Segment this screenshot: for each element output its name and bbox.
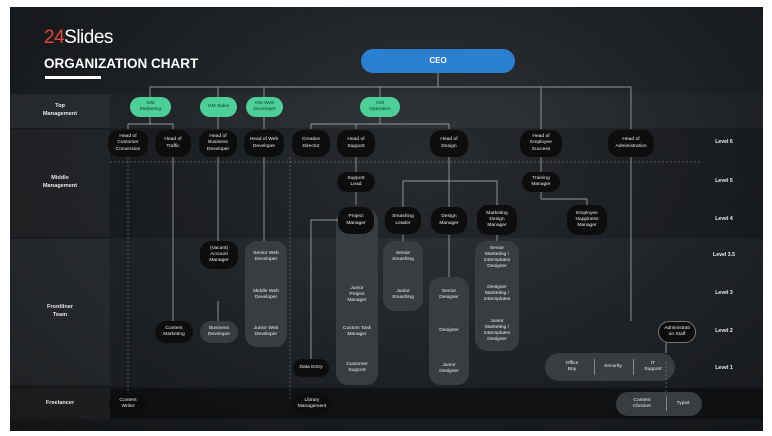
- level-3-5-label: Level 3.5: [713, 252, 735, 258]
- org-chart-slide: Top Management Middle Management Frontli…: [10, 7, 763, 431]
- column-design: [429, 277, 469, 385]
- head-employee-success-node: Head of Employee Success: [520, 130, 562, 157]
- junior-designer-label: Junior Designer: [439, 362, 459, 374]
- marketing-design-manager-node: Marketing Design Manager: [477, 205, 517, 235]
- title-underline: [45, 76, 101, 79]
- row-label-top-text: Top Management: [42, 103, 78, 117]
- support-lead-node: Support Lead: [337, 172, 375, 192]
- level1-divider-2: [633, 359, 634, 375]
- head-support-node: Head of Support: [337, 130, 375, 157]
- designer-marketing-label: Designer Marketing / 24templates: [483, 284, 511, 303]
- content-writer-node: Content Writer: [109, 393, 147, 415]
- brand-logo-number: 24: [44, 27, 65, 48]
- brand-logo-word: Slides: [64, 27, 113, 48]
- project-manager-node: Project Manager: [338, 207, 374, 234]
- head-traffic-node: Head of Traffic: [155, 130, 191, 157]
- head-web-developer-node: Head of Web Developer: [244, 130, 284, 157]
- typist-label: Typist: [676, 400, 690, 406]
- creative-director-node: Creative Director: [292, 130, 330, 157]
- connector-lines: [110, 73, 702, 399]
- library-management-node: Library Management: [292, 393, 332, 415]
- row-label-freelancer: Freelancer: [10, 388, 110, 419]
- junior-project-manager-label: Junior Project Manager: [347, 285, 367, 304]
- senior-web-developer-label: Senior Web Developer: [253, 250, 279, 262]
- junior-marketing-designer-label: Junior Marketing / 24templates Designer: [483, 318, 511, 343]
- content-checker-label: Content Checker: [632, 397, 652, 409]
- level1-group-pill: [545, 353, 675, 381]
- it-support-label: IT Support: [644, 360, 662, 372]
- level-4-label: Level 4: [715, 216, 733, 222]
- senior-designer-label: Senior Designer: [439, 288, 459, 300]
- data-entry-node: Data Entry: [293, 359, 329, 377]
- column-marketing-design: [475, 241, 519, 351]
- business-developer-node: Business Developer: [200, 321, 238, 343]
- level1-divider-1: [594, 359, 595, 375]
- level-3-label: Level 3: [715, 290, 733, 296]
- level-5-label: Level 5: [715, 178, 733, 184]
- row-label-freelancer-text: Freelancer: [45, 399, 75, 406]
- smashing-leader-node: Smashing Leader: [385, 207, 421, 234]
- level-1-label: Level 1: [715, 365, 733, 371]
- office-boy-label: Office Boy: [565, 360, 579, 372]
- page-title: ORGANIZATION CHART: [44, 56, 199, 71]
- row-label-middle: Middle Management: [10, 129, 110, 237]
- junior-smashing-label: Junior Smashing: [392, 288, 414, 300]
- row-label-frontliner-text: Frontliner Team: [46, 304, 74, 318]
- senior-smashing-label: Senior Smashing: [392, 250, 414, 262]
- row-label-top: Top Management: [10, 94, 110, 128]
- security-label: Security: [604, 363, 622, 369]
- junior-web-developer-label: Junior Web Developer: [253, 325, 279, 337]
- design-manager-node: Design Manager: [431, 207, 467, 234]
- custom-task-manager-label: Custom Task Manager: [342, 325, 372, 337]
- head-administration-node: Head of Administration: [608, 130, 654, 157]
- level-6-label: Level 6: [715, 139, 733, 145]
- column-support: [336, 209, 378, 385]
- head-design-node: Head of Design: [430, 130, 468, 157]
- senior-marketing-designer-label: Senior Marketing / 24templates Designer: [483, 245, 511, 270]
- gm-operation-node: GM Operation: [360, 97, 400, 117]
- administration-staff-node: Administrati on Staff: [658, 321, 696, 343]
- middle-web-developer-label: Middle Web Developer: [253, 288, 279, 300]
- head-customer-conversion-node: Head of Customer Conversion: [108, 130, 148, 157]
- customer-support-label: Customer Support: [346, 361, 368, 373]
- training-manager-node: Training Manager: [522, 172, 560, 192]
- ceo-node: CEO: [361, 49, 515, 73]
- vacant-account-manager-node: (Vacant) Account Manager: [200, 241, 238, 269]
- row-label-frontliner: Frontliner Team: [10, 239, 110, 385]
- row-label-middle-text: Middle Management: [42, 175, 78, 189]
- freelancer-divider: [666, 397, 667, 411]
- head-business-developer-node: Head of Business Developer: [199, 130, 237, 157]
- column-web-dev: [245, 241, 287, 347]
- level-2-label: Level 2: [715, 328, 733, 334]
- content-marketing-node: Content Marketing: [155, 321, 193, 343]
- freelancer-checker-pill: [616, 392, 702, 416]
- gm-marketing-node: GM Marketing: [130, 97, 171, 117]
- gm-sales-node: GM Sales: [200, 97, 237, 117]
- gm-web-developer-node: GM Web Developer: [246, 97, 283, 117]
- column-smashing: [383, 241, 423, 311]
- designer-label: Designer: [439, 327, 459, 333]
- brand-logo: 24Slides: [44, 27, 113, 49]
- employee-happiness-manager-node: Employee Happiness Manager: [567, 205, 607, 235]
